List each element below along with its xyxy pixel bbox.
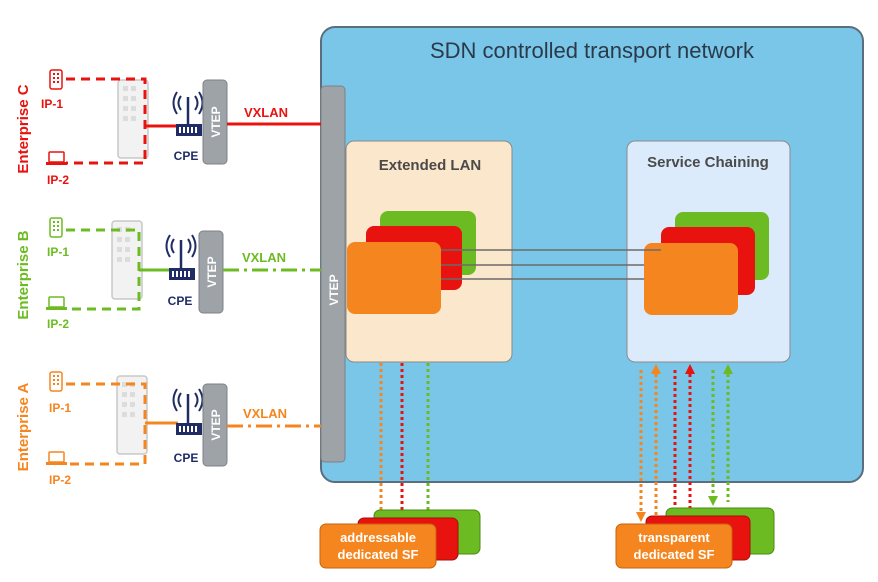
enterprise-a-lan-wiring: [66, 382, 147, 466]
ip-phone-icon: [49, 217, 63, 238]
service-chaining-title: Service Chaining: [647, 154, 769, 171]
sf-left-line1: addressable: [340, 530, 416, 545]
enterprise-c-group: Enterprise C IP-1 IP-2 CPE VTEP VXLAN: [15, 69, 321, 187]
sf-right-orange: [615, 523, 733, 569]
enterprise-c-label: Enterprise C: [15, 84, 32, 173]
enterprise-b-ip2: IP-2: [47, 317, 69, 331]
elan-orange-block: [347, 242, 441, 314]
laptop-icon: [48, 296, 65, 308]
enterprise-b-vtep: [198, 230, 224, 314]
cpe-router-icon: [172, 91, 204, 136]
sc-sf-links: [639, 370, 730, 516]
sf-right-line2: dedicated SF: [634, 547, 715, 562]
core-vtep-label: VTEP: [327, 274, 341, 305]
sf-left-orange: [319, 523, 437, 569]
enterprise-a-vtep-label: VTEP: [209, 409, 223, 440]
enterprise-c-ip1: IP-1: [41, 97, 63, 111]
enterprise-b-group: Enterprise B IP-1 IP-2 CPE VTEP VXLAN: [15, 217, 321, 331]
enterprise-b-vtep-label: VTEP: [205, 256, 219, 287]
lan-chain-links: [441, 249, 661, 280]
enterprise-c-vtep: [202, 79, 228, 165]
elan-sf-links: [379, 363, 430, 510]
enterprise-c-cpe: CPE: [174, 149, 199, 163]
sf-left-line2: dedicated SF: [338, 547, 419, 562]
sdn-network-title: SDN controlled transport network: [430, 38, 755, 63]
laptop-icon: [48, 151, 65, 163]
enterprise-a-label: Enterprise A: [15, 383, 32, 472]
enterprise-b-cpe: CPE: [168, 294, 193, 308]
enterprise-c-lan-wiring: [66, 77, 147, 165]
sc-orange-block: [644, 243, 738, 315]
core-vtep-bar: [320, 85, 346, 463]
enterprise-b-ip1: IP-1: [47, 245, 69, 259]
enterprise-c-vtep-label: VTEP: [209, 106, 223, 137]
enterprise-a-cpe: CPE: [174, 451, 199, 465]
enterprise-a-vxlan: VXLAN: [243, 406, 287, 421]
ip-phone-icon: [49, 371, 63, 392]
enterprise-a-group: Enterprise A IP-1 IP-2 CPE VTEP VXLAN: [15, 371, 321, 487]
enterprise-b-label: Enterprise B: [15, 230, 32, 319]
extended-lan-title: Extended LAN: [379, 157, 482, 174]
enterprise-c-vxlan: VXLAN: [244, 105, 288, 120]
ip-phone-icon: [49, 69, 63, 90]
cpe-router-icon: [165, 234, 197, 280]
enterprise-a-ip2: IP-2: [49, 473, 71, 487]
sf-right-line1: transparent: [638, 530, 710, 545]
enterprise-b-vxlan: VXLAN: [242, 250, 286, 265]
laptop-icon: [48, 451, 65, 463]
enterprise-a-ip1: IP-1: [49, 401, 71, 415]
enterprise-c-ip2: IP-2: [47, 173, 69, 187]
cpe-router-icon: [172, 388, 204, 435]
